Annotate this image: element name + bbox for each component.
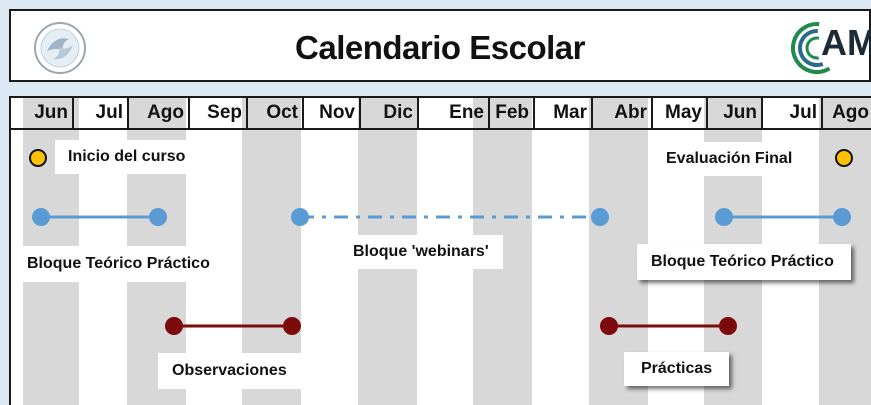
month-label: Sep <box>190 98 248 128</box>
bloque-teorico-2-label: Bloque Teórico Práctico <box>637 244 851 280</box>
timeline-dot <box>32 208 50 226</box>
school-logo-icon <box>34 22 86 74</box>
month-label: Jul <box>763 98 823 128</box>
bloque-teorico-1-label: Bloque Teórico Práctico <box>15 246 222 282</box>
timeline-dot <box>165 317 183 335</box>
month-label: Nov <box>304 98 361 128</box>
month-label: Ago <box>832 102 869 123</box>
inicio-curso-label: Inicio del curso <box>55 140 199 174</box>
month-label: Jun <box>708 98 763 128</box>
timeline-dot <box>291 208 309 226</box>
month-label: Feb <box>490 98 535 128</box>
webinars-label: Bloque 'webinars' <box>339 235 503 269</box>
month-label: Jul <box>74 98 129 128</box>
timeline-dot <box>149 208 167 226</box>
start-marker-icon <box>29 149 47 167</box>
month-label: Mar <box>535 98 593 128</box>
month-label: May <box>653 98 708 128</box>
timeline-dot <box>715 208 733 226</box>
observaciones-label: Observaciones <box>158 353 301 389</box>
month-label: Ago <box>129 98 190 128</box>
ami-logo-icon <box>791 22 843 74</box>
header-bar: Calendario Escolar AMI <box>9 9 871 82</box>
calendar-grid: Jun Jul Ago Sep Oct Nov Dic Ene Feb Mar … <box>9 96 871 405</box>
month-label: Dic <box>361 98 419 128</box>
end-marker-icon <box>835 149 853 167</box>
month-label: Ene <box>419 98 490 128</box>
timeline-dot <box>833 208 851 226</box>
months-header-row: Jun Jul Ago Sep Oct Nov Dic Ene Feb Mar … <box>11 96 871 130</box>
ami-logo-text: AMI <box>821 22 871 63</box>
timeline-dot <box>600 317 618 335</box>
timeline-dot <box>283 317 301 335</box>
month-label: Jun <box>11 98 74 128</box>
timeline-dot <box>719 317 737 335</box>
timeline-dot <box>591 208 609 226</box>
month-label: Oct <box>248 98 304 128</box>
practicas-label: Prácticas <box>624 352 730 386</box>
page-title: Calendario Escolar <box>295 29 585 66</box>
timeline-graphics <box>29 149 853 335</box>
month-label: Abr <box>593 98 653 128</box>
evaluacion-final-label: Evaluación Final <box>653 142 806 176</box>
